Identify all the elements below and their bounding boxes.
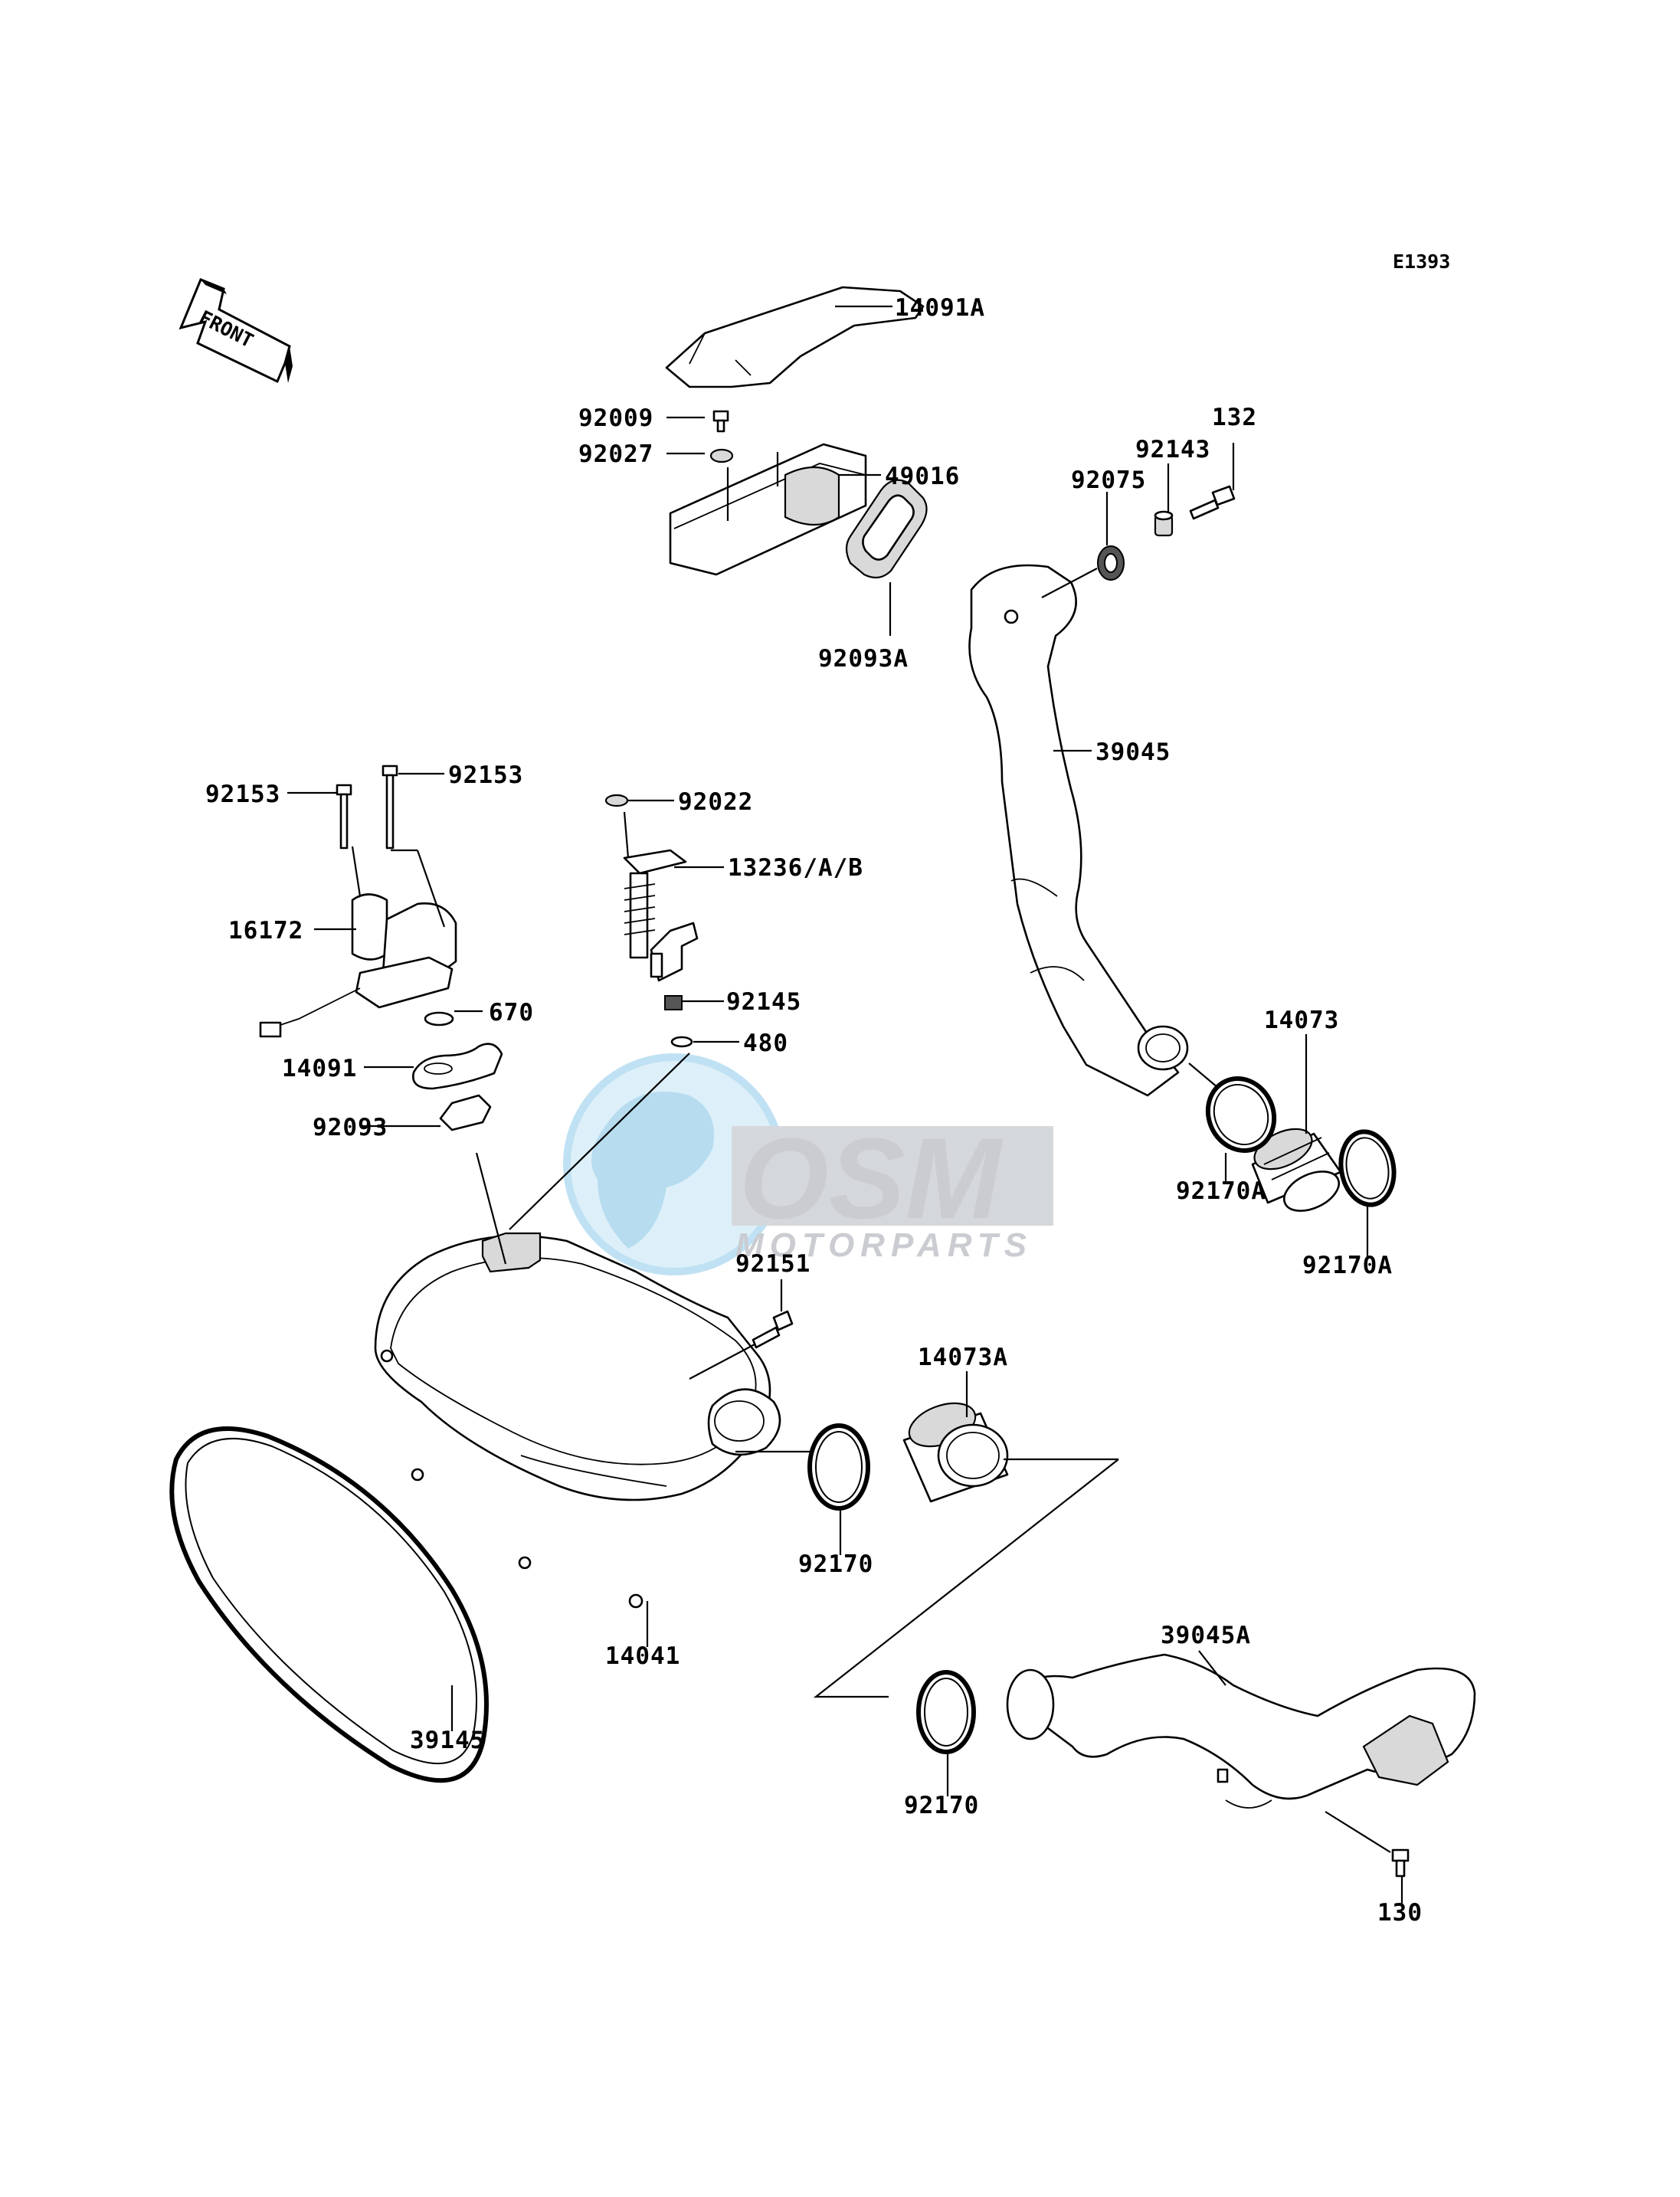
label-130: 130 bbox=[1377, 1899, 1423, 1927]
label-92075: 92075 bbox=[1071, 467, 1146, 494]
label-92151: 92151 bbox=[735, 1250, 811, 1278]
part-drawing-16172 bbox=[259, 893, 457, 1038]
label-92170A-right: 92170A bbox=[1302, 1252, 1393, 1279]
label-92170-upper: 92170 bbox=[798, 1550, 873, 1578]
label-92143: 92143 bbox=[1135, 436, 1210, 463]
watermark-brand: OSM bbox=[739, 1114, 1004, 1243]
label-13236: 13236/A/B bbox=[728, 854, 863, 882]
front-arrow-icon: FRONT bbox=[178, 278, 293, 384]
label-14073: 14073 bbox=[1264, 1007, 1339, 1034]
label-132: 132 bbox=[1212, 404, 1257, 431]
watermark: OSM MOTORPARTS bbox=[563, 1053, 1053, 1275]
label-14091A: 14091A bbox=[895, 294, 985, 322]
part-labels: 14091A 92009 92027 49016 92093A 132 9214… bbox=[205, 294, 1423, 1927]
label-14041: 14041 bbox=[605, 1642, 680, 1670]
diagram-ref-code: E1393 bbox=[1393, 250, 1450, 273]
part-drawing-92009 bbox=[712, 410, 729, 433]
label-39145: 39145 bbox=[410, 1727, 485, 1754]
label-92145: 92145 bbox=[726, 988, 801, 1016]
part-drawing-92027 bbox=[709, 448, 734, 463]
part-drawing-92170-a bbox=[807, 1423, 870, 1511]
part-drawing-14041 bbox=[374, 1232, 781, 1609]
label-92022: 92022 bbox=[678, 788, 753, 816]
part-drawing-92170-b bbox=[916, 1670, 976, 1754]
label-92093A: 92093A bbox=[818, 645, 909, 673]
label-49016: 49016 bbox=[885, 463, 960, 490]
label-16172: 16172 bbox=[228, 917, 303, 945]
label-92027: 92027 bbox=[578, 440, 653, 468]
part-drawing-49016 bbox=[669, 443, 867, 576]
label-39045A: 39045A bbox=[1161, 1622, 1251, 1649]
part-drawing-92170A-a bbox=[1205, 1076, 1277, 1153]
label-39045: 39045 bbox=[1095, 738, 1171, 766]
label-92170-lower: 92170 bbox=[904, 1792, 979, 1819]
part-drawing-92143 bbox=[1154, 510, 1174, 537]
part-drawing-92075 bbox=[1097, 545, 1125, 581]
part-drawing-39045A bbox=[1006, 1653, 1476, 1809]
part-drawing-14073A bbox=[902, 1402, 1009, 1503]
part-drawing-480 bbox=[670, 1036, 693, 1048]
part-drawing-92153b bbox=[382, 765, 398, 850]
part-drawing-92093 bbox=[439, 1094, 492, 1131]
part-drawing-130 bbox=[1391, 1848, 1410, 1878]
label-14091: 14091 bbox=[282, 1055, 357, 1082]
part-drawing-92170A-b bbox=[1338, 1129, 1397, 1207]
label-14073A: 14073A bbox=[918, 1344, 1008, 1371]
label-480: 480 bbox=[743, 1030, 788, 1057]
label-92153-right: 92153 bbox=[448, 761, 523, 789]
part-drawing-14091 bbox=[412, 1043, 503, 1090]
label-670: 670 bbox=[489, 999, 534, 1026]
part-drawing-39045 bbox=[968, 564, 1189, 1097]
label-92093: 92093 bbox=[313, 1114, 388, 1141]
part-drawing-92145 bbox=[664, 995, 683, 1010]
part-drawing-39145 bbox=[169, 1426, 489, 1783]
part-drawing-92093A bbox=[845, 479, 928, 579]
watermark-tagline: MOTORPARTS bbox=[735, 1226, 1033, 1264]
label-92170A-left: 92170A bbox=[1176, 1177, 1266, 1205]
part-drawing-14091A bbox=[665, 286, 925, 388]
part-drawing-92151 bbox=[752, 1310, 794, 1349]
leader-lines bbox=[287, 305, 1403, 1904]
part-drawing-92022 bbox=[604, 794, 629, 807]
part-drawing-13236 bbox=[623, 849, 699, 982]
part-drawing-92153a bbox=[336, 784, 352, 850]
part-drawing-670 bbox=[424, 1011, 454, 1026]
label-92153-left: 92153 bbox=[205, 781, 280, 808]
part-drawing-132 bbox=[1189, 485, 1236, 520]
label-92009: 92009 bbox=[578, 404, 653, 432]
